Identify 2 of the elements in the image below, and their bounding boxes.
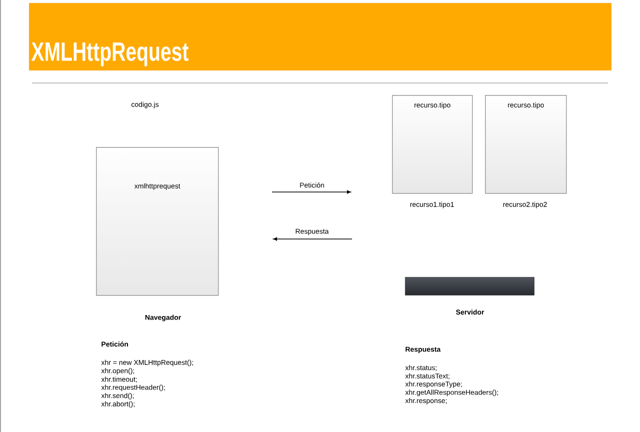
title-banner: XMLHttpRequest xyxy=(29,3,612,70)
server-bar xyxy=(405,277,534,296)
